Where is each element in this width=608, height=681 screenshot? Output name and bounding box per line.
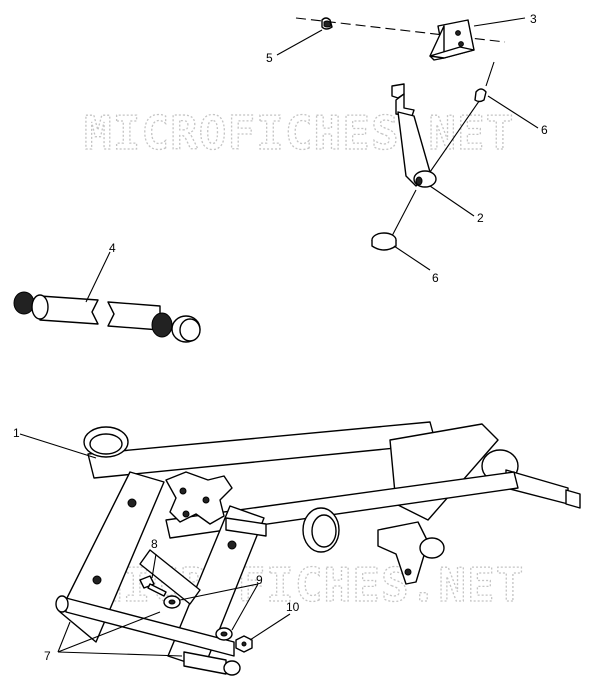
callout-8: 8 (151, 537, 158, 551)
callout-2: 2 (477, 211, 484, 225)
bolt-part-8 (139, 575, 167, 597)
callout-6-bottom: 6 (432, 271, 439, 285)
lever-part-2 (371, 61, 495, 251)
leader-lines (19, 17, 539, 657)
callout-1: 1 (13, 426, 20, 440)
frame-part-1 (55, 421, 581, 676)
callout-9: 9 (256, 573, 263, 587)
shaft-part-4 (13, 291, 201, 343)
callout-6-top: 6 (541, 123, 548, 137)
callout-5: 5 (266, 51, 273, 65)
nut-part-10 (235, 635, 253, 653)
washers-part-9 (163, 595, 233, 641)
callout-4: 4 (109, 241, 116, 255)
callout-labels: 1 2 3 4 5 6 6 7 8 9 10 (13, 12, 548, 663)
callout-3: 3 (530, 12, 537, 26)
bracket-part-3 (429, 19, 475, 61)
watermark-top: MICROFICHES.NET (84, 106, 514, 160)
callout-7: 7 (44, 649, 51, 663)
callout-10: 10 (286, 600, 300, 614)
rod-assembly (295, 17, 506, 43)
